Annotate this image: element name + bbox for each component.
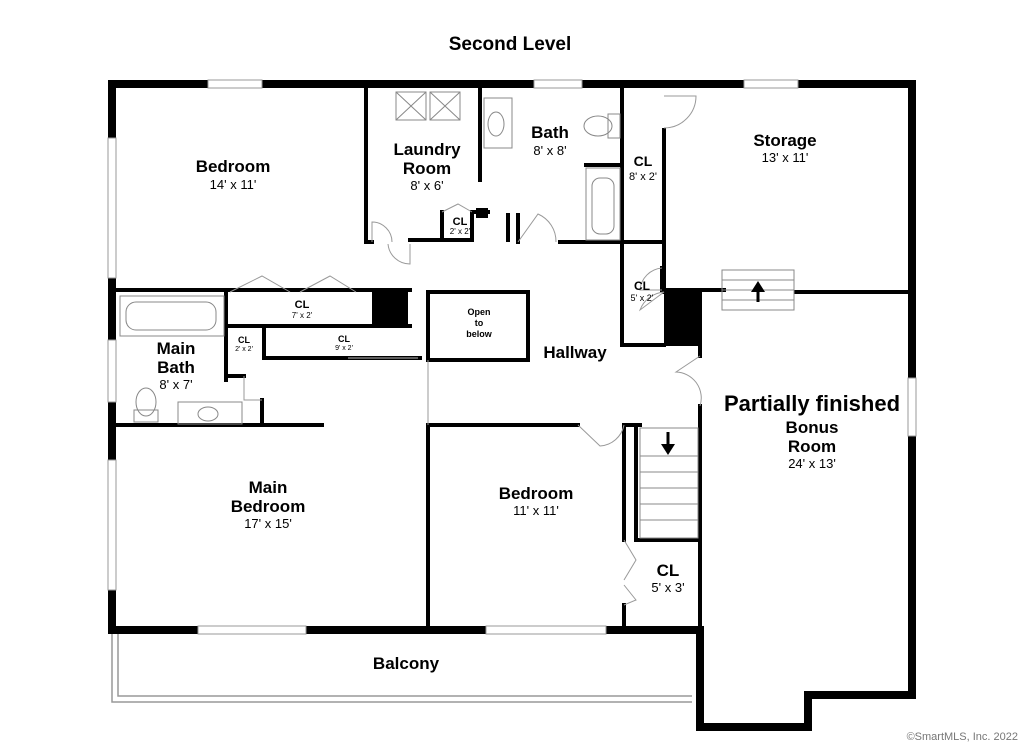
closet-name: CL [453, 216, 468, 228]
room-bedroom-s: Bedroom 11' x 11' [499, 484, 574, 518]
closet-bedroom-s: CL 5' x 3' [651, 561, 684, 595]
closet-dims: 2' x 2' [450, 227, 471, 236]
room-note: Partially finished [724, 391, 900, 416]
room-main-bedroom: Main Bedroom 17' x 15' [231, 478, 306, 531]
balcony-railing [111, 632, 692, 703]
closet-name: CL [634, 153, 653, 169]
closet-dims: 8' x 2' [629, 171, 657, 183]
room-dims: 24' x 13' [788, 456, 836, 471]
open-to-below: Open to below [466, 307, 493, 339]
room-main-bath: Main Bath 8' x 7' [157, 339, 196, 392]
room-name: Main [249, 478, 288, 497]
closet-name: CL [238, 335, 250, 345]
room-name: Balcony [373, 654, 440, 673]
closet-bath: CL 8' x 2' [629, 153, 657, 183]
room-dims: 8' x 7' [159, 377, 192, 392]
wall-blocks [372, 208, 700, 346]
closet-name: CL [657, 561, 680, 580]
room-dims: 14' x 11' [210, 177, 257, 192]
room-name: Room [788, 437, 836, 456]
room-bedroom-nw: Bedroom 14' x 11' [196, 157, 271, 192]
exterior-walls [108, 80, 916, 731]
open-label: to [475, 318, 484, 328]
closet-main-bath: CL 2' x 2' [235, 335, 253, 353]
room-dims: 8' x 6' [410, 178, 443, 193]
open-label: below [466, 329, 493, 339]
closet-laundry: CL 2' x 2' [450, 216, 471, 236]
room-name: Storage [753, 131, 816, 150]
room-name: Bedroom [196, 157, 271, 176]
closet-dims: 2' x 2' [235, 346, 253, 353]
room-balcony: Balcony [373, 654, 440, 673]
room-name: Bonus [786, 418, 839, 437]
room-name: Main [157, 339, 196, 358]
interior-walls [114, 86, 914, 632]
room-name: Bath [531, 123, 569, 142]
room-name: Bedroom [499, 484, 574, 503]
closet-name: CL [634, 279, 650, 293]
closet-dims: 5' x 2' [631, 293, 654, 303]
room-bath: Bath 8' x 8' [531, 123, 569, 158]
room-dims: 13' x 11' [762, 150, 809, 165]
closet-hall-top: CL 7' x 2' [292, 299, 313, 320]
stair-arrow-up-icon [751, 281, 765, 302]
room-name: Hallway [543, 343, 607, 362]
closet-dims: 7' x 2' [292, 311, 313, 320]
room-name: Bedroom [231, 497, 306, 516]
windows [107, 79, 917, 635]
doors [229, 95, 702, 606]
room-dims: 8' x 8' [533, 143, 566, 158]
stair-arrow-down-icon [661, 432, 675, 455]
closet-dims: 9' x 2' [335, 345, 353, 352]
copyright-text: ©SmartMLS, Inc. 2022 [907, 731, 1018, 743]
room-name: Laundry [393, 140, 461, 159]
closet-hall-mid: CL 5' x 2' [631, 279, 654, 303]
plan-title: Second Level [449, 34, 572, 55]
room-dims: 11' x 11' [513, 503, 559, 518]
room-storage: Storage 13' x 11' [753, 131, 816, 165]
room-name: Bath [157, 358, 195, 377]
room-hallway: Hallway [543, 343, 607, 362]
room-bonus: Partially finished Bonus Room 24' x 13' [724, 391, 900, 471]
room-name: Room [403, 159, 451, 178]
closet-dims: 5' x 3' [651, 580, 684, 595]
room-dims: 17' x 15' [244, 516, 292, 531]
closet-hall-low: CL 9' x 2' [335, 334, 353, 352]
closet-name: CL [338, 334, 350, 344]
room-laundry: Laundry Room 8' x 6' [393, 140, 461, 193]
open-label: Open [467, 307, 490, 317]
closet-name: CL [295, 299, 310, 311]
